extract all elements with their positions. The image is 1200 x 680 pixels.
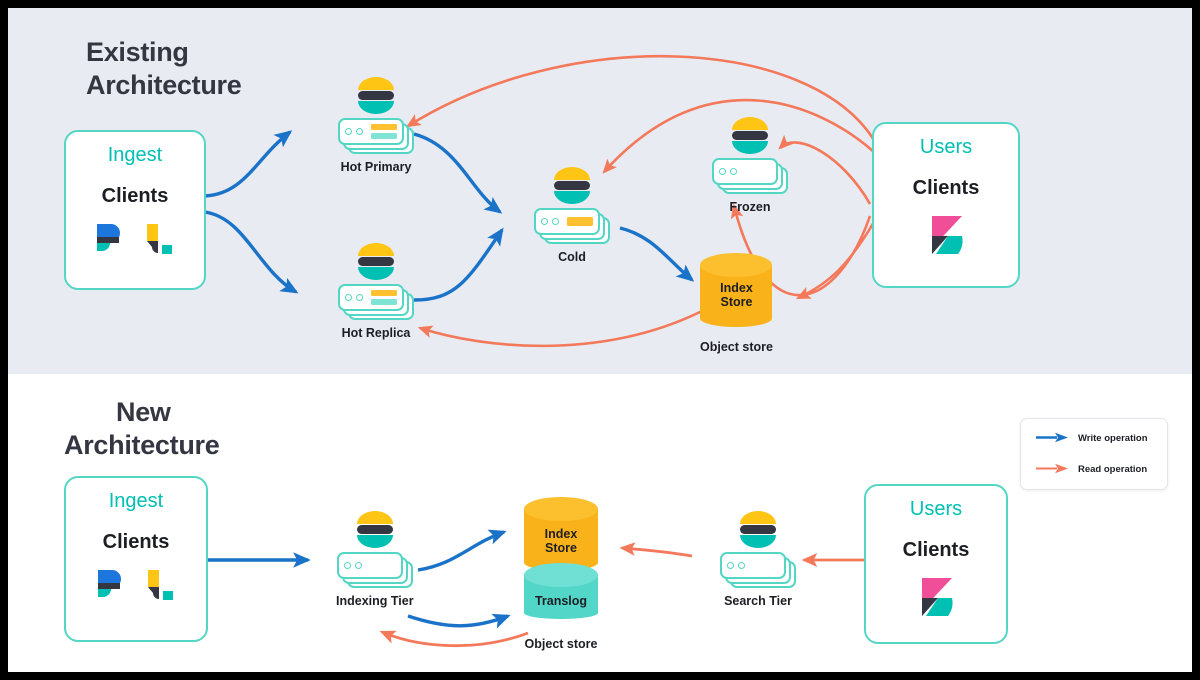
ingest-box-subtitle: Clients xyxy=(101,185,169,207)
cylinder-stack-shape: Index Store Translog xyxy=(524,497,598,629)
store-index-store-existing[interactable]: Index Store Object store xyxy=(700,253,773,354)
status-dot xyxy=(345,294,352,301)
elasticsearch-logo xyxy=(727,114,773,156)
node-card-stack xyxy=(720,552,796,588)
index-store-label: Index Store xyxy=(544,527,578,555)
beats-logo xyxy=(95,568,129,611)
diagram-canvas: Existing Architecture Ingest Clients Hot xyxy=(8,8,1192,672)
ingest-clients-box-existing[interactable]: Ingest Clients xyxy=(64,130,206,290)
users-box-subtitle: Clients xyxy=(912,177,980,199)
status-dot xyxy=(552,218,559,225)
node-cold[interactable]: Cold xyxy=(534,164,610,264)
tier-bars xyxy=(567,217,593,226)
new-title-line1: New xyxy=(116,397,171,427)
new-title-line2: Architecture xyxy=(64,430,220,460)
status-dot xyxy=(727,562,734,569)
logstash-logo xyxy=(143,568,177,611)
node-label: Search Tier xyxy=(724,594,792,608)
node-label: Hot Replica xyxy=(341,326,411,340)
store-caption: Object store xyxy=(524,637,598,651)
node-card-stack xyxy=(534,208,610,244)
existing-title-line2: Architecture xyxy=(86,70,242,100)
cylinder-shape: Index Store xyxy=(700,253,773,335)
users-clients-box-new[interactable]: Users Clients xyxy=(864,484,1008,644)
store-caption: Object store xyxy=(700,340,773,354)
ingest-clients-box-new[interactable]: Ingest Clients xyxy=(64,476,208,642)
card-front xyxy=(534,208,600,235)
ingest-box-title: Ingest xyxy=(107,144,163,166)
existing-title-line1: Existing xyxy=(86,37,189,67)
ingest-logo-row xyxy=(94,222,176,265)
card-front xyxy=(338,118,404,145)
status-dot xyxy=(354,562,362,569)
elasticsearch-logo xyxy=(352,508,398,550)
existing-architecture-title: Existing Architecture xyxy=(86,36,242,102)
users-box-subtitle: Clients xyxy=(902,539,970,561)
users-logo-row xyxy=(926,214,966,261)
legend-label: Read operation xyxy=(1078,464,1148,475)
translog-label: Translog xyxy=(534,594,588,608)
kibana-logo xyxy=(916,576,956,623)
card-front xyxy=(720,552,786,579)
status-dot xyxy=(738,562,745,569)
node-label: Cold xyxy=(558,250,586,264)
node-hot-replica[interactable]: Hot Replica xyxy=(338,240,414,340)
node-card-stack xyxy=(712,158,788,194)
elasticsearch-logo xyxy=(353,240,399,282)
store-label-line2: Store xyxy=(720,295,753,309)
elasticsearch-logo xyxy=(549,164,595,206)
status-dot xyxy=(730,168,737,175)
status-dot xyxy=(541,218,548,225)
card-front xyxy=(338,284,404,311)
node-label: Frozen xyxy=(729,200,771,214)
ingest-box-subtitle: Clients xyxy=(102,531,170,553)
store-label-line1: Index xyxy=(720,281,753,295)
node-label: Hot Primary xyxy=(340,160,412,174)
users-logo-row xyxy=(916,576,956,623)
elasticsearch-logo xyxy=(735,508,781,550)
beats-logo xyxy=(94,222,128,265)
index-store-top xyxy=(524,497,598,521)
users-clients-box-existing[interactable]: Users Clients xyxy=(872,122,1020,288)
logstash-logo xyxy=(142,222,176,265)
status-dot xyxy=(356,294,363,301)
node-card-stack xyxy=(336,552,413,588)
node-card-stack xyxy=(338,118,414,154)
card-front xyxy=(712,158,778,185)
ingest-box-title: Ingest xyxy=(108,490,164,512)
node-hot-primary[interactable]: Hot Primary xyxy=(338,74,414,174)
card-front xyxy=(336,552,403,579)
node-search-tier[interactable]: Search Tier xyxy=(720,508,796,608)
legend-label: Write operation xyxy=(1078,433,1148,444)
legend: Write operation Read operation xyxy=(1020,418,1168,490)
legend-item-write: Write operation xyxy=(1035,430,1153,448)
translog-top xyxy=(524,563,598,587)
kibana-logo xyxy=(926,214,966,261)
status-dot xyxy=(343,562,351,569)
legend-item-read: Read operation xyxy=(1035,461,1153,479)
new-architecture-title: New Architecture xyxy=(64,396,220,462)
node-label: Indexing Tier xyxy=(336,594,414,608)
node-card-stack xyxy=(338,284,414,320)
store-stack-new[interactable]: Index Store Translog Object store xyxy=(524,497,598,651)
arrow-right-icon xyxy=(1035,461,1069,479)
tier-bars xyxy=(371,290,397,305)
elasticsearch-logo xyxy=(353,74,399,116)
status-dot xyxy=(356,128,363,135)
arrow-right-icon xyxy=(1035,430,1069,448)
node-indexing-tier[interactable]: Indexing Tier xyxy=(336,508,414,608)
status-dot xyxy=(345,128,352,135)
ingest-logo-row xyxy=(95,568,177,611)
tier-bars xyxy=(371,124,397,139)
node-frozen[interactable]: Frozen xyxy=(712,114,788,214)
users-box-title: Users xyxy=(909,498,963,520)
status-dot xyxy=(719,168,726,175)
users-box-title: Users xyxy=(919,136,973,158)
